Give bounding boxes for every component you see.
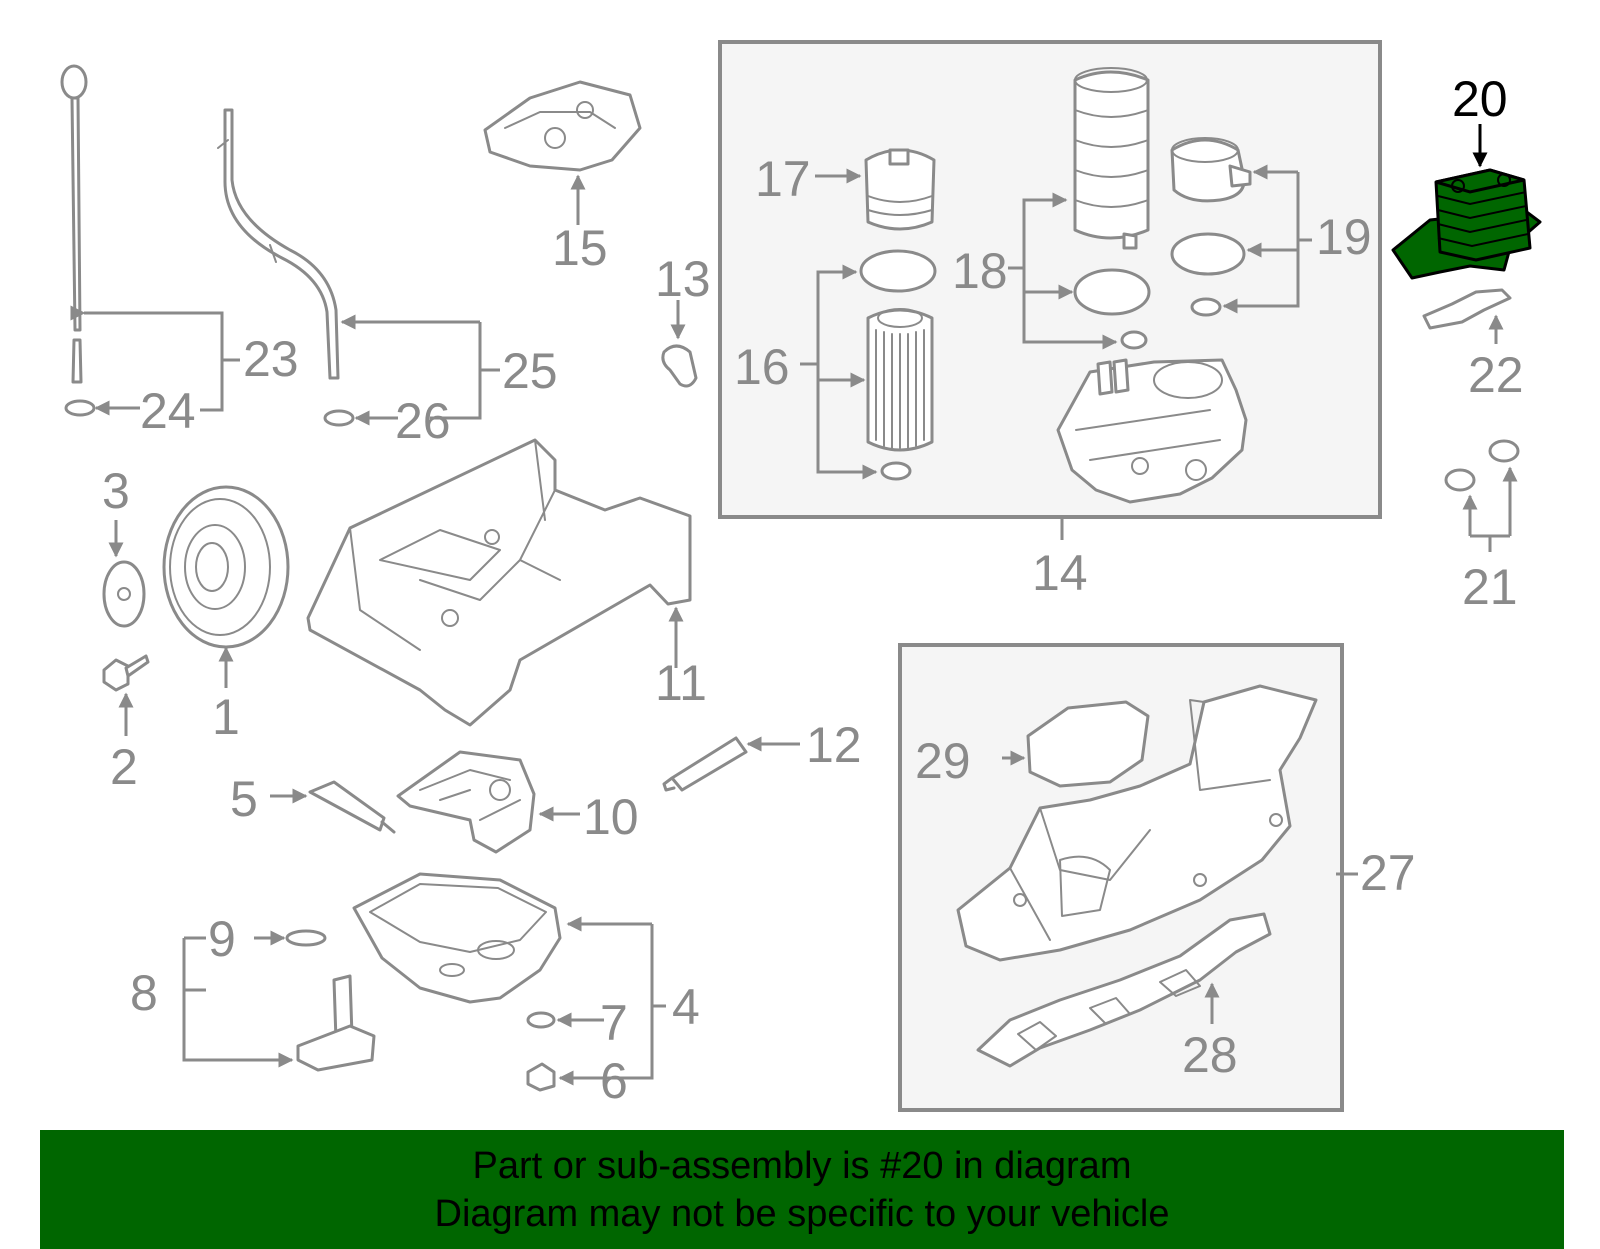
callout-11: 11 xyxy=(655,655,707,711)
callout-14: 14 xyxy=(1032,545,1088,601)
callout-25: 25 xyxy=(502,343,558,399)
callout-12: 12 xyxy=(806,717,862,773)
callout-6: 6 xyxy=(600,1053,628,1109)
part-oring-16b[interactable] xyxy=(880,461,912,481)
callout-29: 29 xyxy=(915,733,971,789)
part-13[interactable] xyxy=(661,344,698,388)
part-tube-12[interactable] xyxy=(662,736,748,792)
part-oring-9[interactable] xyxy=(285,929,327,947)
part-housing-body-14[interactable] xyxy=(1056,358,1248,504)
part-intake-manifold-27[interactable] xyxy=(956,684,1318,962)
part-seal-21a[interactable] xyxy=(1444,468,1476,492)
banner-line-1: Part or sub-assembly is #20 in diagram xyxy=(472,1145,1132,1187)
part-plug-6[interactable] xyxy=(526,1062,556,1092)
callout-9: 9 xyxy=(208,911,236,967)
callout-13: 13 xyxy=(655,251,711,307)
part-housing-sleeve-18[interactable] xyxy=(1073,67,1150,250)
part-pulley[interactable] xyxy=(162,485,290,649)
callout-21: 21 xyxy=(1462,559,1518,615)
callout-26: 26 xyxy=(395,393,451,449)
callout-28: 28 xyxy=(1182,1027,1238,1083)
callout-16: 16 xyxy=(734,339,790,395)
callout-24: 24 xyxy=(140,383,196,439)
callout-8: 8 xyxy=(130,965,158,1021)
part-dipstick[interactable] xyxy=(60,64,88,384)
part-shim-3[interactable] xyxy=(102,560,146,628)
callout-20: 20 xyxy=(1452,71,1508,127)
callout-7: 7 xyxy=(600,995,628,1051)
part-filter-cap-17[interactable] xyxy=(864,148,936,231)
banner-line-2: Diagram may not be specific to your vehi… xyxy=(434,1193,1170,1235)
callout-22: 22 xyxy=(1468,347,1524,403)
callout-4: 4 xyxy=(672,979,700,1035)
part-sensor-8[interactable] xyxy=(296,974,376,1072)
part-oring-16a[interactable] xyxy=(859,249,937,293)
part-oil-pan[interactable] xyxy=(352,872,562,1004)
part-baffle-10[interactable] xyxy=(396,750,536,854)
callout-10: 10 xyxy=(583,789,639,845)
callout-23: 23 xyxy=(243,331,299,387)
part-oring-18a[interactable] xyxy=(1073,268,1151,316)
part-gasket-28[interactable] xyxy=(976,912,1272,1068)
part-oring-26[interactable] xyxy=(323,409,355,427)
part-oring-19a[interactable] xyxy=(1170,232,1246,276)
callout-3: 3 xyxy=(102,463,130,519)
callout-19: 19 xyxy=(1316,209,1372,265)
part-bolt-2[interactable] xyxy=(102,654,150,692)
part-oring-18b[interactable] xyxy=(1120,330,1148,350)
part-seal-21b[interactable] xyxy=(1488,439,1520,463)
part-tube-5[interactable] xyxy=(308,780,396,834)
part-oil-pan-upper[interactable] xyxy=(306,438,692,727)
part-oil-cooler-20[interactable] xyxy=(1391,168,1542,280)
part-gasket-29[interactable] xyxy=(1026,700,1150,788)
filter-housing-group-box xyxy=(718,40,1382,519)
callout-5: 5 xyxy=(230,771,258,827)
callout-18: 18 xyxy=(952,243,1008,299)
part-oring-19b[interactable] xyxy=(1190,297,1222,317)
part-adapter-19[interactable] xyxy=(1170,137,1252,203)
callout-1: 1 xyxy=(212,689,240,745)
callout-17: 17 xyxy=(755,151,811,207)
part-dipstick-tube[interactable] xyxy=(217,108,340,380)
notice-banner: Part or sub-assembly is #20 in diagram D… xyxy=(40,1130,1564,1249)
part-cover-15[interactable] xyxy=(483,80,642,172)
part-seal-7[interactable] xyxy=(526,1011,556,1029)
part-oring-24[interactable] xyxy=(64,399,96,417)
part-filter-element-16[interactable] xyxy=(866,308,934,452)
callout-27: 27 xyxy=(1360,845,1416,901)
part-gasket-22[interactable] xyxy=(1422,288,1512,330)
callout-2: 2 xyxy=(110,739,138,795)
callout-15: 15 xyxy=(552,220,608,276)
